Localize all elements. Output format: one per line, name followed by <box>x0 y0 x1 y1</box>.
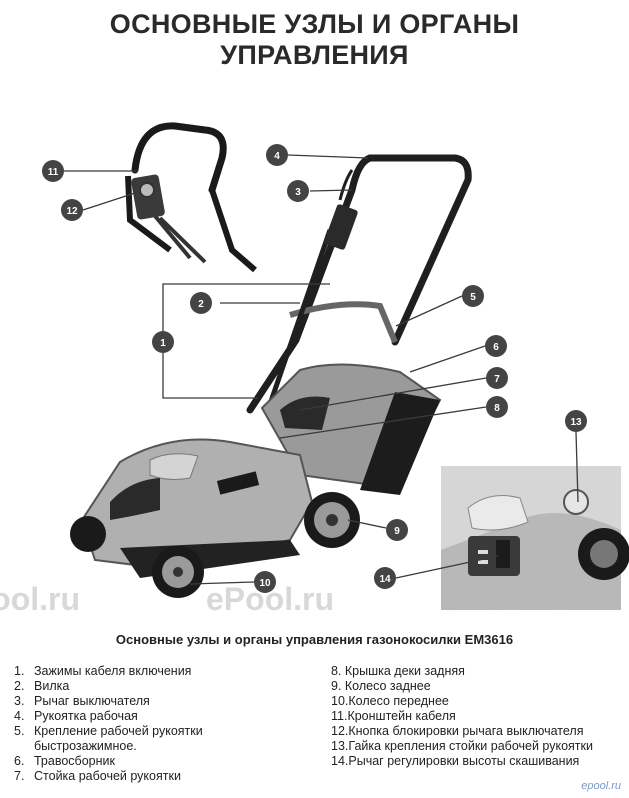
legend-item-text: Рычаг выключателя <box>34 694 150 708</box>
svg-text:2: 2 <box>198 299 204 310</box>
callout-badge-10: 10 <box>254 571 276 593</box>
callout-badge-14: 14 <box>374 567 396 589</box>
svg-text:13: 13 <box>570 417 582 428</box>
svg-text:12: 12 <box>66 206 78 217</box>
svg-text:4: 4 <box>274 151 280 162</box>
svg-text:14: 14 <box>379 574 391 585</box>
brand-logo: epool.ru <box>581 780 621 792</box>
svg-text:11: 11 <box>48 167 59 178</box>
page-title-line-2: УПРАВЛЕНИЯ <box>220 40 409 70</box>
legend-item: 13.Гайка крепления стойки рабочей рукоят… <box>331 739 623 754</box>
legend-item-text: Травосборник <box>34 754 115 768</box>
legend-item-text: 9. Колесо заднее <box>331 679 431 693</box>
legend-item: 3. Рычаг выключателя <box>14 694 314 709</box>
svg-text:3: 3 <box>295 187 301 198</box>
legend-item: 6. Травосборник <box>14 754 314 769</box>
mower-illustration <box>70 154 472 598</box>
svg-text:8: 8 <box>494 403 500 414</box>
legend-item-text: Крепление рабочей рукоятки <box>34 724 203 738</box>
callout-badge-13: 13 <box>565 410 587 432</box>
svg-text:6: 6 <box>493 342 499 353</box>
legend-item: 8. Крышка деки задняя <box>331 664 623 679</box>
callout-badge-11: 11 <box>42 160 64 182</box>
legend-item-text: 11.Кронштейн кабеля <box>331 709 456 723</box>
legend-item-text: Рукоятка рабочая <box>34 709 138 723</box>
svg-text:9: 9 <box>394 526 400 537</box>
legend-item-number: 2. <box>14 679 25 693</box>
watermark-1: ePool.ru <box>0 581 80 617</box>
callout-badge-8: 8 <box>486 396 508 418</box>
legend-item-text: Зажимы кабеля включения <box>34 664 192 678</box>
legend-item-number: 7. <box>14 769 25 783</box>
legend-item: 7. Стойка рабочей рукоятки <box>14 769 314 784</box>
legend-item: 9. Колесо заднее <box>331 679 623 694</box>
legend-item-number: 1. <box>14 664 25 678</box>
legend-item-text: быстрозажимное. <box>34 739 137 753</box>
mower-diagram: ePool.ru ePool.ru ePool.ru <box>0 122 629 617</box>
callout-badge-2: 2 <box>190 292 212 314</box>
legend-item-text: 14.Рычаг регулировки высоты скашивания <box>331 754 580 768</box>
legend-item: 5. Крепление рабочей рукоятки <box>14 724 314 739</box>
legend-item-text: 13.Гайка крепления стойки рабочей рукоят… <box>331 739 593 753</box>
height-lever-detail-illustration <box>441 466 629 610</box>
legend-item: 14.Рычаг регулировки высоты скашивания <box>331 754 623 769</box>
svg-text:1: 1 <box>160 338 166 349</box>
legend-item-text: 10.Колесо переднее <box>331 694 449 708</box>
callout-badge-4: 4 <box>266 144 288 166</box>
svg-text:5: 5 <box>470 292 476 303</box>
legend-item-text: Стойка рабочей рукоятки <box>34 769 181 783</box>
legend-item-text: Вилка <box>34 679 70 693</box>
callout-badge-7: 7 <box>486 367 508 389</box>
callout-badge-5: 5 <box>462 285 484 307</box>
legend-item: 2. Вилка <box>14 679 314 694</box>
legend-item-number: 4. <box>14 709 25 723</box>
legend-item-number: 3. <box>14 694 25 708</box>
callout-badge-1: 1 <box>152 331 174 353</box>
legend-item: быстрозажимное. <box>14 739 314 754</box>
handle-detail-illustration <box>125 122 257 273</box>
legend-item-number <box>14 739 34 754</box>
legend-item-text: 8. Крышка деки задняя <box>331 664 465 678</box>
legend-left: 1. Зажимы кабеля включения 2. Вилка 3. Рычаг … <box>14 664 314 784</box>
legend-item: 10.Колесо переднее <box>331 694 623 709</box>
legend-item-number: 6. <box>14 754 25 768</box>
legend-item-number: 5. <box>14 724 25 738</box>
svg-text:7: 7 <box>494 374 500 385</box>
legend-item: 1. Зажимы кабеля включения <box>14 664 314 679</box>
legend-item: 4. Рукоятка рабочая <box>14 709 314 724</box>
figure-caption: Основные узлы и органы управления газоно… <box>115 632 514 647</box>
callout-badge-6: 6 <box>485 335 507 357</box>
svg-text:10: 10 <box>259 578 271 589</box>
legend-item-text: 12.Кнопка блокировки рычага выключателя <box>331 724 584 738</box>
callout-badge-9: 9 <box>386 519 408 541</box>
legend-item: 12.Кнопка блокировки рычага выключателя <box>331 724 623 739</box>
page-title-line-1: ОСНОВНЫЕ УЗЛЫ И ОРГАНЫ <box>109 9 520 39</box>
callout-badge-12: 12 <box>61 199 83 221</box>
callout-badge-3: 3 <box>287 180 309 202</box>
legend-item: 11.Кронштейн кабеля <box>331 709 623 724</box>
